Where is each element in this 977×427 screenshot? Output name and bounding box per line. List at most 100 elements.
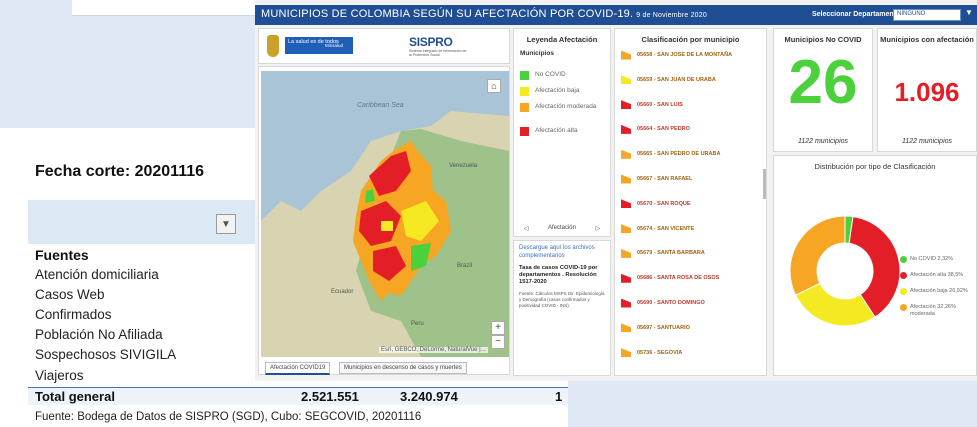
chevron-down-icon: ▼ <box>221 218 231 230</box>
flag-icon <box>621 224 631 234</box>
classification-name: 05667 - SAN RAFAEL <box>637 176 693 182</box>
filter-dropdown-button[interactable]: ▼ <box>216 214 236 234</box>
flag-icon <box>621 199 631 209</box>
legend-item: No COVID <box>520 71 566 80</box>
legend-item: Afectación alta <box>520 127 578 136</box>
classification-name: 05674 - SAN VICENTE <box>637 225 695 232</box>
classification-item[interactable]: 05659 - SAN JUAN DE URABA <box>621 72 763 88</box>
pie-slice[interactable] <box>794 282 876 327</box>
source-note: Fuente: Bodega de Datos de SISPRO (SGD),… <box>35 411 422 423</box>
classification-item[interactable]: 05660 - SAN LUIS <box>621 97 763 113</box>
dashboard-header: MUNICIPIOS DE COLOMBIA SEGÚN SU AFECTACI… <box>255 5 977 25</box>
classification-item[interactable]: 05697 - SANTUARIO <box>621 320 763 336</box>
pie-title: Distribución por tipo de Clasificación <box>814 162 936 171</box>
classification-item[interactable]: 05736 - SEGOVIA <box>621 345 763 361</box>
pie-legend-item: Afectación alta 38,5% <box>900 272 974 279</box>
legend-dot-icon <box>900 304 907 311</box>
pie-legend-item: No COVID 2,32% <box>900 256 974 263</box>
flag-icon <box>621 348 631 358</box>
pie-chart <box>789 215 901 327</box>
chevron-left-icon[interactable]: ◁ <box>523 226 529 232</box>
flag-icon <box>621 75 631 85</box>
flag-icon <box>621 124 631 134</box>
legend-title: Leyenda Afectación <box>526 35 598 44</box>
tasa-title: Tasa de casos COVID-19 por departamentos… <box>519 265 598 285</box>
map-label-peru: Peru <box>411 321 424 327</box>
pie-slice[interactable] <box>848 216 901 318</box>
classification-item[interactable]: 05674 - SAN VICENTE <box>621 221 763 237</box>
flag-icon <box>621 174 631 184</box>
classification-item[interactable]: 05664 - SAN PEDRO <box>621 121 763 137</box>
fuente-row: Casos Web <box>35 287 105 302</box>
map-label-ecuador: Ecuador <box>331 289 353 295</box>
classification-item[interactable]: 05690 - SANTO DOMINGO <box>621 295 763 311</box>
flag-icon <box>621 248 631 258</box>
fecha-corte: Fecha corte: 20201116 <box>35 163 205 180</box>
download-link[interactable]: Descargue aquí los archivos complementar… <box>519 245 595 259</box>
classification-list[interactable]: 05658 - SAN JOSE DE LA MONTAÑA 05659 - SA… <box>621 47 763 372</box>
kpi-sub: 1122 municipios <box>901 138 953 145</box>
fuente-row: Atención domiciliaria <box>35 267 159 282</box>
fuente-row: Población No Afiliada <box>35 327 163 342</box>
tab-descenso[interactable]: Municipios en descenso de casos y muerte… <box>339 362 467 374</box>
classification-item[interactable]: 05667 - SAN RAFAEL <box>621 171 763 187</box>
legend-item: Afectación moderada <box>520 103 600 112</box>
zoom-in-button[interactable]: + <box>491 321 505 335</box>
home-icon[interactable]: ⌂ <box>487 79 501 93</box>
classification-item[interactable]: 05665 - SAN PEDRO DE URABA <box>621 146 763 162</box>
dept-select[interactable]: NINGUNO <box>893 9 961 21</box>
downloads-panel: Descargue aquí los archivos complementar… <box>513 240 611 376</box>
legend-pager: ◁ Afectación ▷ <box>523 225 601 232</box>
total-label: Total general <box>35 389 115 404</box>
total-value: 2.521.551 <box>301 389 359 404</box>
classification-name: 05665 - SAN PEDRO DE URABA <box>637 151 721 158</box>
chevron-down-icon[interactable]: ▼ <box>965 8 973 17</box>
minsalud-logo: La salud es de todos Minsalud <box>285 37 353 54</box>
pie-legend-item: Afectación 32,26% moderada <box>900 304 974 317</box>
pie-chart-panel: Distribución por tipo de Clasificación N… <box>773 155 977 376</box>
pie-legend-label: Afectación alta 38,5% <box>910 272 964 278</box>
flag-icon <box>621 50 631 60</box>
classification-item[interactable]: 05679 - SANTA BARBARA <box>621 245 763 261</box>
pie-slice[interactable] <box>789 215 846 296</box>
flag-icon <box>621 298 631 308</box>
zoom-out-button[interactable]: − <box>491 335 505 349</box>
flag-icon <box>621 100 631 110</box>
classification-name: 05660 - SAN LUIS <box>637 101 683 108</box>
kpi-title: Municipios No COVID <box>784 35 862 44</box>
classification-item[interactable]: 05670 - SAN ROQUE <box>621 196 763 212</box>
kpi-afectacion: Municipios con afectación 1.096 1122 mun… <box>877 28 977 152</box>
legend-swatch <box>520 103 529 112</box>
legend-panel: Leyenda Afectación Municipios No COVID A… <box>513 28 611 237</box>
colombia-seal-icon <box>267 35 279 57</box>
classification-name: 05690 - SANTO DOMINGO <box>637 300 705 306</box>
fuente-row: Sospechosos SIVIGILA <box>35 347 177 362</box>
flag-icon <box>621 273 631 283</box>
covid-dashboard: MUNICIPIOS DE COLOMBIA SEGÚN SU AFECTACI… <box>255 0 977 381</box>
total-general-row: Total general 2.521.551 3.240.974 1 <box>28 387 568 405</box>
scrollbar[interactable] <box>763 169 766 199</box>
classification-item[interactable]: 05658 - SAN JOSE DE LA MONTAÑA <box>621 47 763 63</box>
classification-item[interactable]: 05686 - SANTA ROSA DE OSOS <box>621 270 763 286</box>
map-label-sea: Caribbean Sea <box>357 102 404 109</box>
flag-icon <box>621 323 631 333</box>
total-value: 1 <box>555 389 563 404</box>
pie-legend-label: No COVID 2,32% <box>910 256 954 262</box>
pie-legend-label: Afectación baja 26,92% <box>910 288 968 294</box>
colombia-map[interactable]: Caribbean Sea Venezuela Brazil Peru Ecua… <box>261 71 509 357</box>
classification-name: 05670 - SAN ROQUE <box>637 200 691 207</box>
legend-subtitle: Municipios <box>520 50 554 57</box>
flag-icon <box>621 149 631 159</box>
kpi-value: 26 <box>788 48 858 117</box>
sispro-logo: SISPRO <box>409 35 453 49</box>
chevron-right-icon[interactable]: ▷ <box>595 226 601 232</box>
dashboard-title: MUNICIPIOS DE COLOMBIA SEGÚN SU AFECTACI… <box>261 8 707 20</box>
classification-name: 05686 - SANTA ROSA DE OSOS <box>637 275 720 282</box>
kpi-value: 1.096 <box>894 77 960 107</box>
fuente-row: Viajeros <box>35 368 84 383</box>
kpi-sub: 1122 municipios <box>797 138 849 145</box>
fuentes-header: Fuentes <box>35 247 89 263</box>
classification-name: 05659 - SAN JUAN DE URABA <box>637 76 716 83</box>
kpi-title: Municipios con afectación <box>880 35 974 44</box>
tab-afectacion[interactable]: Afectación COVID19 <box>265 362 331 375</box>
